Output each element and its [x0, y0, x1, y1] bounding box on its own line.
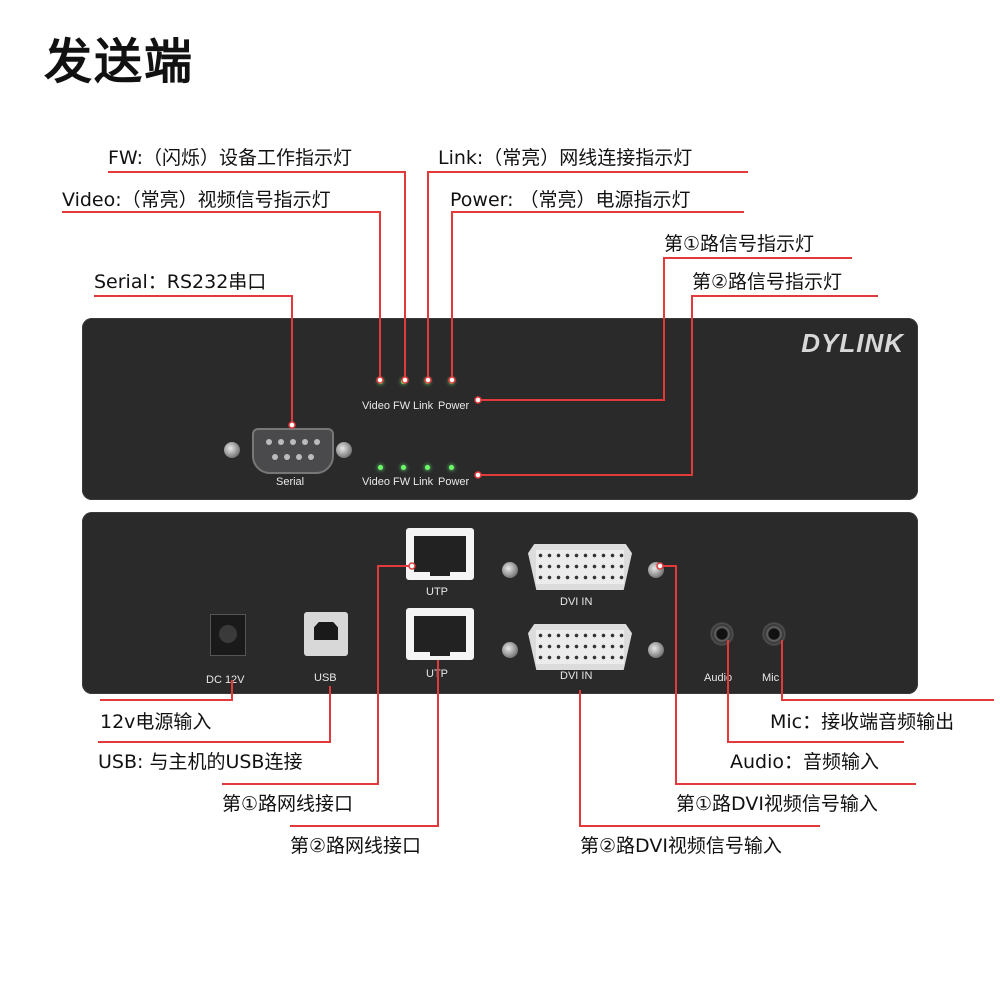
usb-label: USB — [314, 672, 337, 684]
callout-ch2-led: 第②路信号指示灯 — [692, 271, 843, 293]
dc-power-jack[interactable] — [210, 614, 246, 656]
screw-icon — [336, 442, 352, 458]
rear-panel: DC 12V USB UTP UTP DVI IN DVI IN Audio M… — [82, 512, 918, 694]
brand-logo: DYLINK — [801, 328, 904, 358]
led-link-2 — [425, 465, 430, 470]
led-label-fw: FW — [393, 400, 411, 412]
led-label-video: Video — [362, 400, 390, 412]
leader-dot — [474, 471, 482, 479]
serial-label: Serial — [276, 476, 305, 488]
callout-power: Power: （常亮）电源指示灯 — [450, 189, 691, 211]
led-label-link: Link — [413, 476, 434, 488]
callout-dc: 12v电源输入 — [100, 711, 212, 733]
led-label-power: Power — [438, 400, 470, 412]
dc-label: DC 12V — [206, 674, 245, 686]
leader-video — [62, 211, 381, 380]
leader-dot — [656, 562, 664, 570]
callout-utp2: 第②路网线接口 — [290, 835, 422, 857]
leader-dot — [424, 376, 432, 384]
callout-video: Video:（常亮）视频信号指示灯 — [62, 189, 331, 211]
leader-dc — [100, 680, 233, 701]
callout-ch1-led: 第①路信号指示灯 — [664, 233, 815, 255]
leader-dot — [408, 562, 416, 570]
callout-audio: Audio：音频输入 — [730, 751, 880, 773]
audio-jack[interactable] — [710, 622, 734, 646]
screw-icon — [224, 442, 240, 458]
front-panel: DYLINK Serial Video FW Link Power Video … — [82, 318, 918, 500]
callout-dvi2: 第②路DVI视频信号输入 — [580, 835, 782, 857]
leader-power — [451, 211, 744, 380]
led-power-2 — [449, 465, 454, 470]
leader-dvi2 — [579, 690, 820, 827]
led-label-power: Power — [438, 476, 470, 488]
dvi-port-1[interactable] — [528, 544, 632, 590]
serial-port[interactable] — [252, 428, 334, 474]
screw-icon — [502, 562, 518, 578]
utp-port-1[interactable] — [406, 528, 474, 580]
leader-mic — [781, 640, 994, 701]
led-video-2 — [378, 465, 383, 470]
leader-dot — [288, 421, 296, 429]
utp-port-2[interactable] — [406, 608, 474, 660]
utp-label-1: UTP — [426, 586, 448, 598]
led-fw-2 — [401, 465, 406, 470]
screw-icon — [502, 642, 518, 658]
leader-serial — [94, 295, 293, 425]
page-title: 发送端 — [44, 34, 195, 90]
callout-dvi1: 第①路DVI视频信号输入 — [676, 793, 878, 815]
mic-label: Mic — [762, 672, 780, 684]
dvi-label-2: DVI IN — [560, 670, 593, 682]
leader-usb — [98, 686, 331, 743]
leader-dot — [474, 396, 482, 404]
leader-utp1 — [222, 565, 412, 785]
leader-ch2-led — [478, 295, 878, 476]
dvi-port-2[interactable] — [528, 624, 632, 670]
led-label-video: Video — [362, 476, 390, 488]
led-label-fw: FW — [393, 476, 411, 488]
callout-usb: USB: 与主机的USB连接 — [98, 751, 303, 773]
leader-dot — [401, 376, 409, 384]
callout-fw: FW:（闪烁）设备工作指示灯 — [108, 147, 353, 169]
leader-link — [427, 171, 748, 380]
callout-serial: Serial：RS232串口 — [94, 271, 267, 293]
screw-icon — [648, 642, 664, 658]
callout-mic: Mic：接收端音频输出 — [770, 711, 955, 733]
dvi-label-1: DVI IN — [560, 596, 593, 608]
led-label-link: Link — [413, 400, 434, 412]
audio-label: Audio — [704, 672, 733, 684]
usb-port[interactable] — [304, 612, 348, 656]
leader-ch1-led — [478, 257, 852, 401]
leader-dvi1 — [660, 565, 916, 785]
leader-utp2 — [290, 660, 439, 827]
leader-audio — [727, 640, 904, 743]
callout-link: Link:（常亮）网线连接指示灯 — [438, 147, 693, 169]
leader-dot — [376, 376, 384, 384]
leader-dot — [448, 376, 456, 384]
leader-fw — [108, 171, 406, 380]
callout-utp1: 第①路网线接口 — [222, 793, 354, 815]
